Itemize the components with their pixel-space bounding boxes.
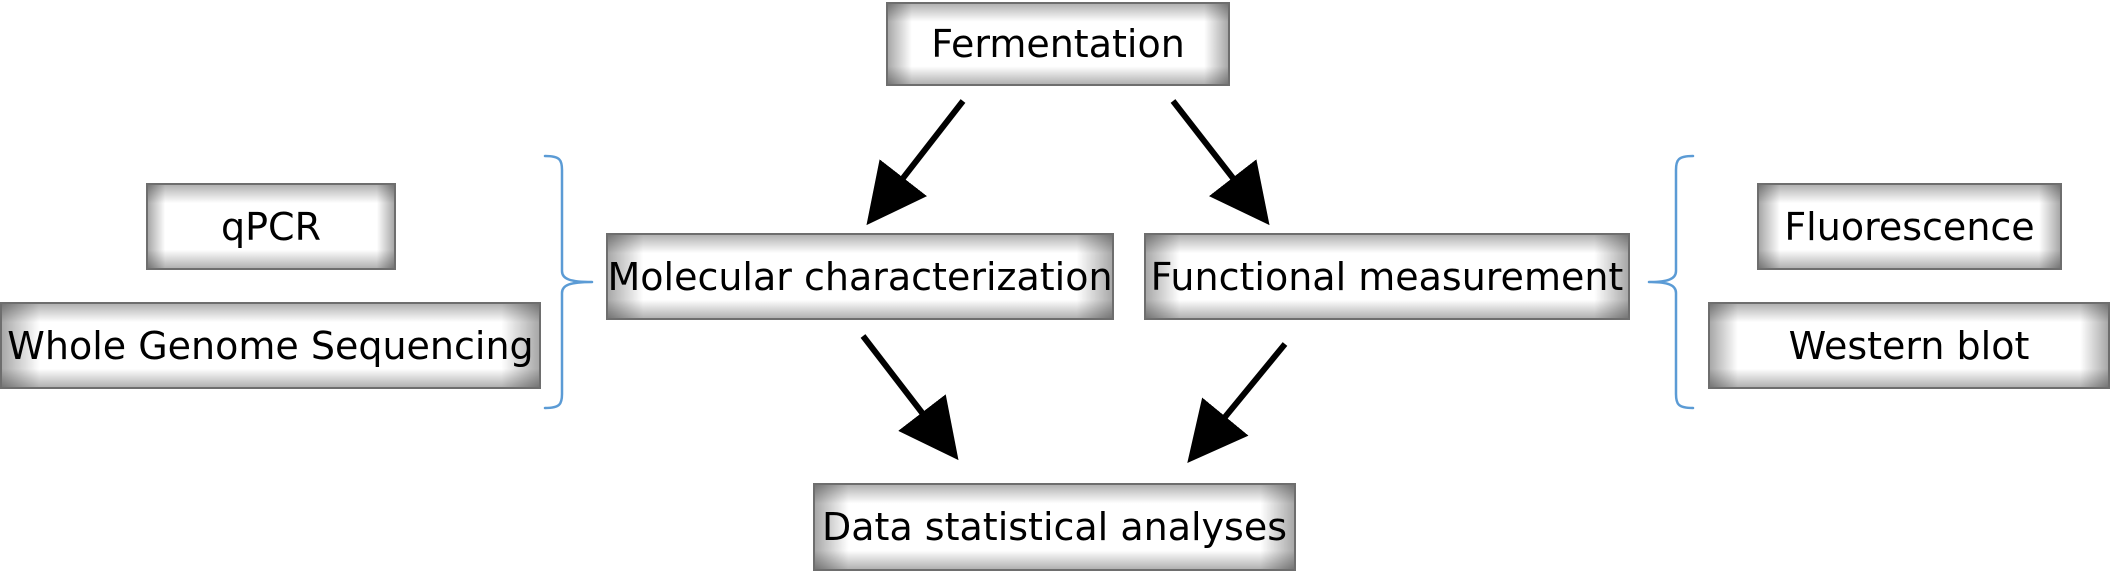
fluorescence-label: Fluorescence <box>1784 204 2035 249</box>
arrow-fermentation-to-functional-measurement <box>1170 99 1270 226</box>
qpcr-box: qPCR <box>146 183 396 270</box>
data-statistical-analyses-box: Data statistical analyses <box>813 483 1296 571</box>
left-group-bracket <box>543 154 594 410</box>
whole-genome-sequencing-box: Whole Genome Sequencing <box>0 302 541 389</box>
arrow-fermentation-to-molecular-characterization <box>866 99 966 226</box>
western-blot-box: Western blot <box>1708 302 2110 389</box>
qpcr-label: qPCR <box>221 204 321 249</box>
functional-measurement-label: Functional measurement <box>1150 254 1624 299</box>
right-group-bracket <box>1647 154 1695 410</box>
data-statistical-analyses-label: Data statistical analyses <box>822 505 1287 549</box>
molecular-characterization-box: Molecular characterization <box>606 233 1114 320</box>
western-blot-label: Western blot <box>1788 323 2030 368</box>
fermentation-label: Fermentation <box>931 22 1185 66</box>
whole-genome-sequencing-label: Whole Genome Sequencing <box>7 323 534 368</box>
arrow-molecular-characterization-to-data-statistical-analyses <box>860 334 959 461</box>
arrow-functional-measurement-to-data-statistical-analyses <box>1187 342 1288 463</box>
fluorescence-box: Fluorescence <box>1757 183 2062 270</box>
fermentation-box: Fermentation <box>886 2 1230 86</box>
molecular-characterization-label: Molecular characterization <box>607 254 1113 299</box>
functional-measurement-box: Functional measurement <box>1144 233 1630 320</box>
